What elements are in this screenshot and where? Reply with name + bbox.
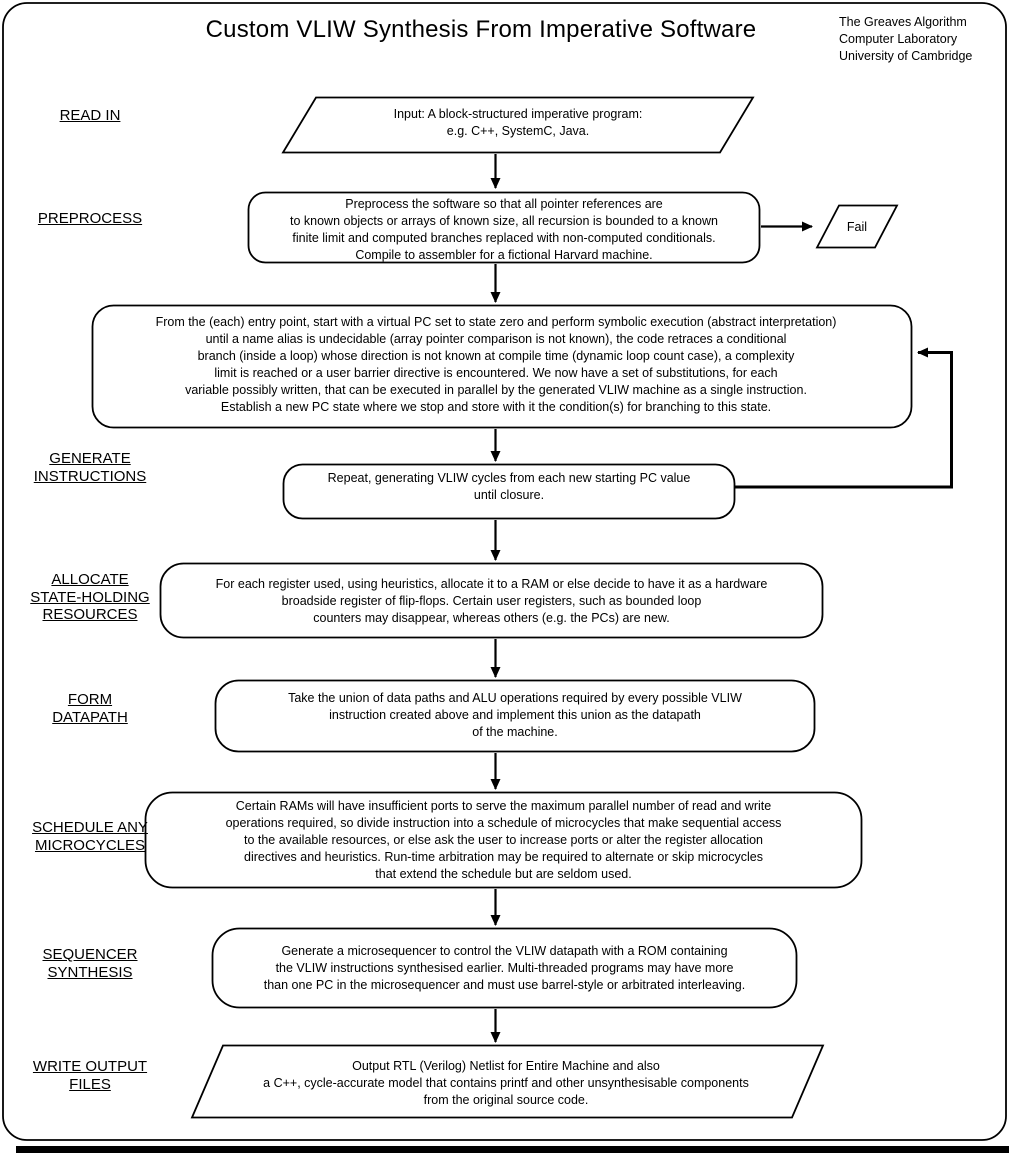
fail-node-shape xyxy=(815,204,899,249)
input-node-text: Input: A block-structured imperative pro… xyxy=(393,107,643,138)
stage-label-form-datapath: FORM DATAPATH xyxy=(52,691,128,726)
stage-label-preprocess: PREPROCESS xyxy=(37,210,143,227)
symbolic-execution-node-text: From the (each) entry point, start with … xyxy=(155,315,837,414)
stage-label-schedule-microcycles: SCHEDULE ANY MICROCYCLES xyxy=(32,819,148,854)
output-node-shape xyxy=(190,1044,825,1119)
preprocess-node-shape xyxy=(247,191,761,264)
symbolic-execution-node-shape xyxy=(91,304,913,429)
input-node-shape xyxy=(281,96,755,154)
sequencer-node-shape xyxy=(211,927,798,1009)
credit-author: The Greaves Algorithm xyxy=(839,15,967,29)
allocate-node-shape xyxy=(159,562,824,639)
sequencer-node-text: Generate a microsequencer to control the… xyxy=(263,944,746,992)
allocate-node-text: For each register used, using heuristics… xyxy=(215,577,768,625)
output-node-text: Output RTL (Verilog) Netlist for Entire … xyxy=(263,1059,749,1107)
microcycles-node-shape xyxy=(144,791,863,889)
stage-label-write-output-files: WRITE OUTPUT FILES xyxy=(32,1058,148,1093)
datapath-node-shape xyxy=(214,679,816,753)
feedback-loop-path xyxy=(735,347,953,489)
repeat-node-shape xyxy=(282,463,736,520)
credit-department: Computer Laboratory xyxy=(839,32,958,46)
repeat-node-text: Repeat, generating VLIW cycles from each… xyxy=(327,471,691,502)
credit-block: The Greaves Algorithm Computer Laborator… xyxy=(839,14,1004,65)
microcycles-node-text: Certain RAMs will have insufficient port… xyxy=(225,799,782,881)
footer-bar xyxy=(16,1146,1009,1153)
stage-label-sequencer-synthesis: SEQUENCER SYNTHESIS xyxy=(42,946,138,981)
fail-node-text: Fail xyxy=(846,220,868,234)
credit-institution: University of Cambridge xyxy=(839,49,973,63)
datapath-node-text: Take the union of data paths and ALU ope… xyxy=(288,691,742,739)
stage-label-generate-instructions: GENERATE INSTRUCTIONS xyxy=(33,450,147,485)
preprocess-node-text: Preprocess the software so that all poin… xyxy=(289,197,718,262)
page-title: Custom VLIW Synthesis From Imperative So… xyxy=(205,16,757,43)
stage-label-allocate-resources: ALLOCATE STATE-HOLDING RESOURCES xyxy=(30,571,150,623)
stage-label-read-in: READ IN xyxy=(59,107,121,124)
